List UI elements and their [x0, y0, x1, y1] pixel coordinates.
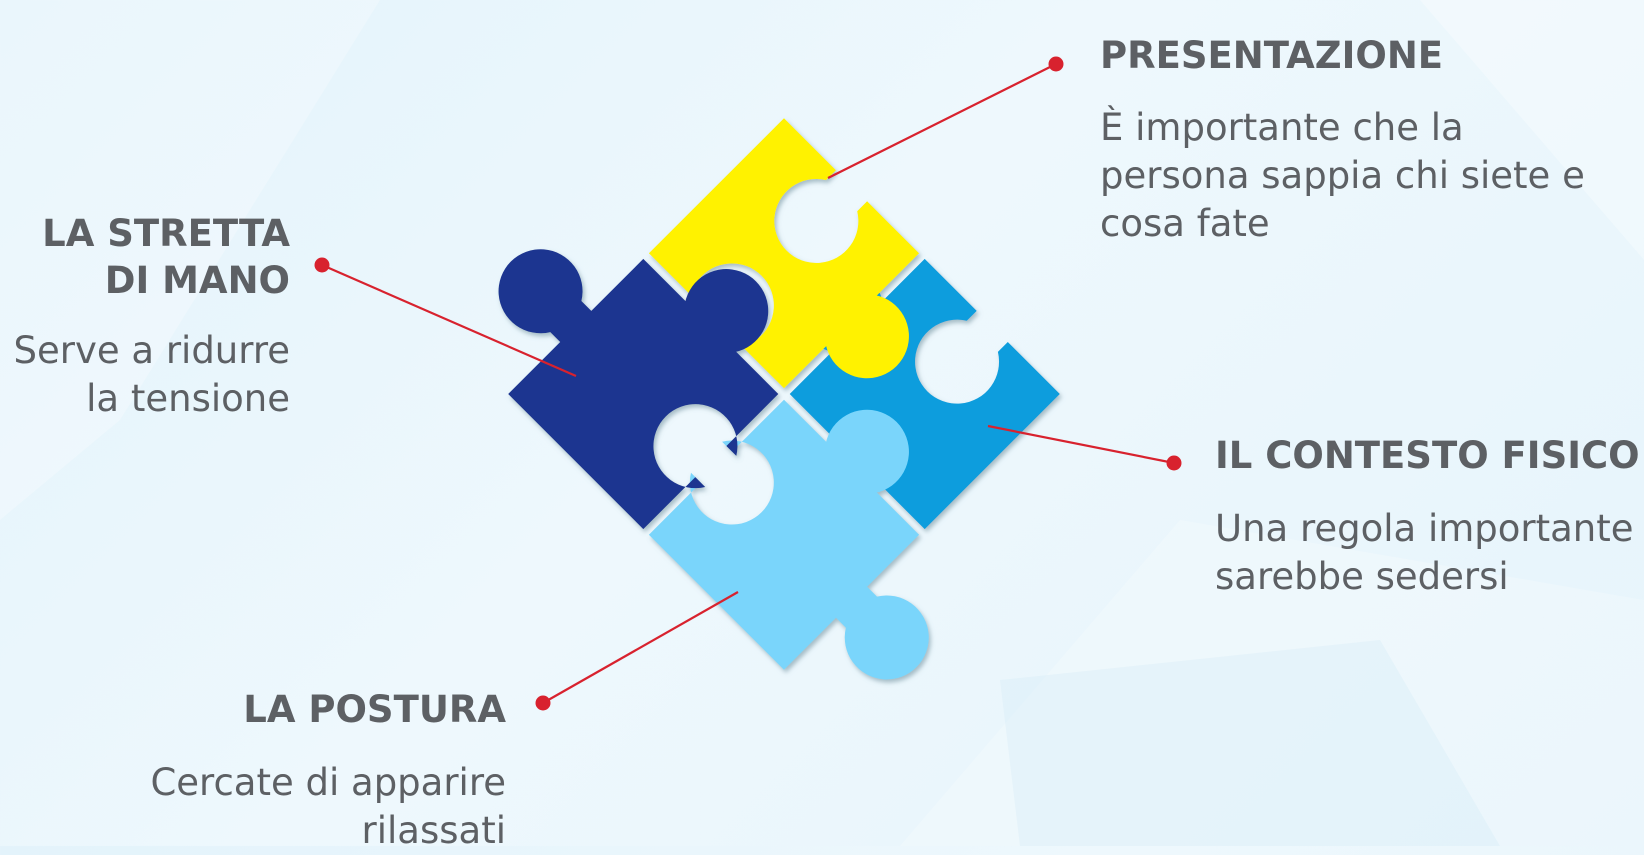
- presentazione-text: È importante che la persona sappia chi s…: [1100, 106, 1585, 245]
- contesto-fisico-text: Una regola importante sarebbe sedersi: [1215, 507, 1634, 598]
- postura-title: LA POSTURA: [243, 688, 506, 731]
- presentazione-title: PRESENTAZIONE: [1100, 34, 1444, 77]
- contesto-fisico-title: IL CONTESTO FISICO: [1215, 434, 1640, 477]
- puzzle-piece-left: [648, 399, 929, 680]
- leader-postura-dot: [535, 695, 551, 711]
- postura-text: Cercate di apparire rilassati: [150, 761, 506, 852]
- leader-contesto-fisico-line: [987, 424, 1175, 465]
- puzzle-piece-right: [648, 118, 920, 389]
- leader-presentazione-line: [827, 63, 1057, 179]
- label-postura: LA POSTURA Cercate di apparire rilassati: [100, 686, 506, 855]
- label-stretta-di-mano: LA STRETTA DI MANO Serve a ridurre la te…: [0, 210, 290, 423]
- leader-contesto-fisico-dot: [1166, 455, 1182, 471]
- label-contesto-fisico: IL CONTESTO FISICO Una regola importante…: [1215, 432, 1644, 601]
- stretta-di-mano-title: LA STRETTA DI MANO: [42, 212, 290, 302]
- leader-stretta-di-mano-dot: [314, 257, 330, 273]
- puzzle-piece-bottom: [498, 249, 779, 530]
- label-presentazione: PRESENTAZIONE È importante che la person…: [1100, 32, 1620, 248]
- leader-postura-line: [542, 591, 739, 704]
- stretta-di-mano-text: Serve a ridurre la tensione: [13, 329, 290, 420]
- leader-presentazione-dot: [1048, 56, 1064, 72]
- leader-stretta-di-mano-line: [321, 263, 577, 378]
